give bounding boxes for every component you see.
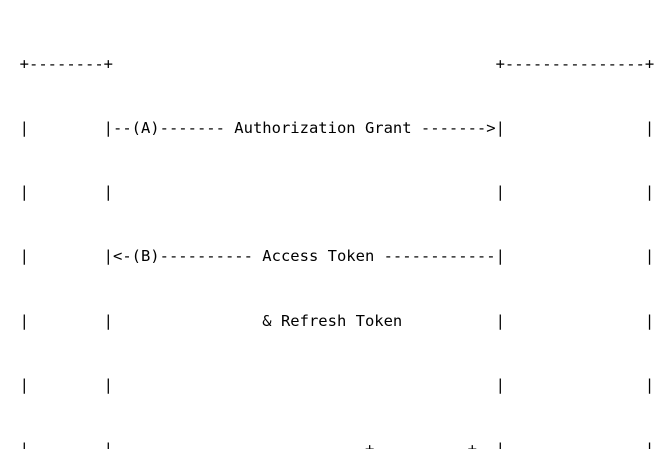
diagram-line-4: | | & Refresh Token | |	[1, 311, 655, 330]
diagram-line-0: +--------+ +---------------+	[1, 54, 655, 73]
diagram-line-5: | | | |	[1, 375, 655, 394]
diagram-line-1: | |--(A)------- Authorization Grant ----…	[1, 119, 655, 138]
diagram-line-6: | | +----------+ | |	[1, 439, 664, 449]
diagram-line-3: | |<-(B)---------- Access Token --------…	[1, 247, 655, 266]
diagram-line-2: | | | |	[1, 183, 655, 202]
